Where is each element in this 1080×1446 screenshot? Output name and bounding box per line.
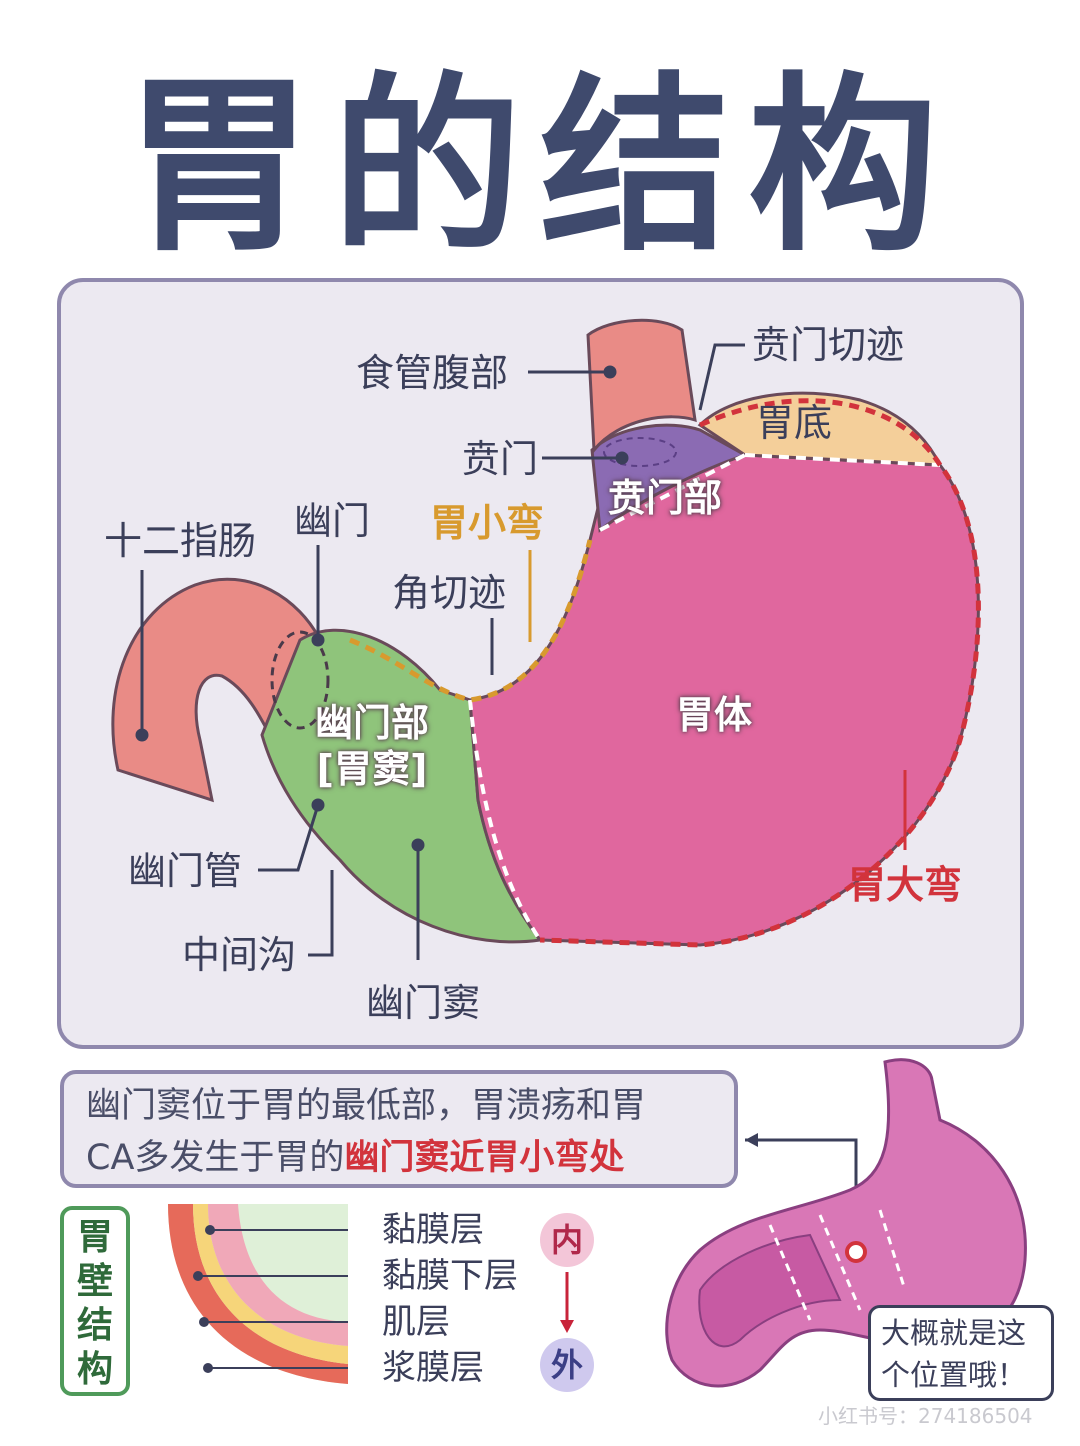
body-boundary [468, 699, 542, 942]
leader-pyloric-canal [258, 804, 320, 872]
note-line2: CA多发生于胃的幽门窦近胃小弯处 [86, 1132, 714, 1184]
dot-antrum [411, 838, 425, 852]
page-title: 胃的结构 [123, 56, 956, 277]
dot-pyloric-canal [311, 798, 325, 812]
cardiac-boundary [599, 453, 746, 532]
mucosa-layer [208, 1204, 348, 1346]
label-greater-curvature: 胃大弯 [848, 863, 963, 907]
note-line2-plain: CA多发生于胃的 [86, 1138, 345, 1178]
callout-line1: 大概就是这 [881, 1316, 1027, 1350]
wall-layer-mucosa: 黏膜层 [382, 1210, 484, 1250]
small-stomach-dash1 [768, 1224, 812, 1321]
label-esophagus-abdominal: 食管腹部 [356, 351, 509, 395]
dot-pylorus [311, 633, 325, 647]
label-body: 胃体 [676, 693, 753, 737]
wall-title-char-4: 构 [76, 1349, 113, 1390]
label-fundus: 胃底 [756, 401, 833, 445]
label-pyloric-canal: 幽门管 [128, 849, 243, 893]
label-pyloric-antrum: 幽门窦 [366, 981, 481, 1025]
wall-title-char-2: 壁 [76, 1261, 113, 1302]
muscle-layer [168, 1204, 348, 1384]
target-marker [845, 1241, 867, 1263]
outer-badge: 外 [540, 1338, 594, 1392]
small-stomach-inner [698, 1233, 842, 1348]
note-line1: 幽门窦位于胃的最低部，胃溃疡和胃 [86, 1086, 647, 1126]
serosa-layer [148, 1204, 348, 1396]
duodenum-shape [111, 577, 332, 803]
esophagus-shape [586, 318, 697, 454]
small-stomach-dash2 [818, 1214, 862, 1311]
fundus-boundary [744, 453, 941, 467]
label-angular-incisure: 角切迹 [392, 571, 507, 615]
label-duodenum: 十二指肠 [104, 519, 257, 563]
inner-badge: 内 [540, 1213, 594, 1267]
pylorus-ring [270, 630, 330, 730]
label-intermediate-sulcus: 中间沟 [182, 933, 297, 977]
cardia-ring [603, 437, 677, 467]
label-lesser-curvature: 胃小弯 [430, 501, 545, 545]
submucosa-layer [193, 1204, 348, 1364]
location-callout: 大概就是这 个位置哦！ [868, 1305, 1054, 1401]
label-pyloric-part: 幽门部 [胃窦] [302, 700, 442, 792]
wall-layer-submucosa: 黏膜下层 [382, 1256, 518, 1296]
wall-title-char-1: 胃 [76, 1217, 113, 1258]
leader-intermediate-sulcus [308, 870, 334, 957]
callout-line2: 个位置哦！ [881, 1358, 1027, 1392]
lesser-curvature-line [349, 539, 593, 703]
leader-cardiac-notch [698, 343, 745, 411]
wall-structure-title: 胃 壁 结 构 [60, 1206, 130, 1396]
wall-layer-illustration [148, 1204, 348, 1396]
note-arrow-head [745, 1133, 758, 1147]
label-cardiac-part: 贲门部 [608, 476, 723, 520]
label-cardia: 贲门 [462, 437, 539, 481]
wall-layer-muscle: 肌层 [382, 1302, 450, 1342]
dot-esophagus [603, 365, 617, 379]
dot-cardia [615, 451, 629, 465]
label-cardiac-notch: 贲门切迹 [752, 323, 905, 367]
label-pyloric-part-line2: [胃窦] [316, 747, 428, 791]
note-box: 幽门窦位于胃的最低部，胃溃疡和胃 CA多发生于胃的幽门窦近胃小弯处 [60, 1070, 738, 1188]
wall-title-char-3: 结 [76, 1305, 113, 1346]
label-pylorus: 幽门 [294, 499, 371, 543]
label-pyloric-part-line1: 幽门部 [314, 701, 429, 745]
greater-curvature-line [539, 398, 981, 948]
watermark-text: 小红书号：274186504 [818, 1404, 1033, 1428]
note-line2-highlight: 幽门窦近胃小弯处 [344, 1138, 625, 1178]
wall-layer-serosa: 浆膜层 [382, 1348, 484, 1388]
dot-duodenum [135, 728, 149, 742]
